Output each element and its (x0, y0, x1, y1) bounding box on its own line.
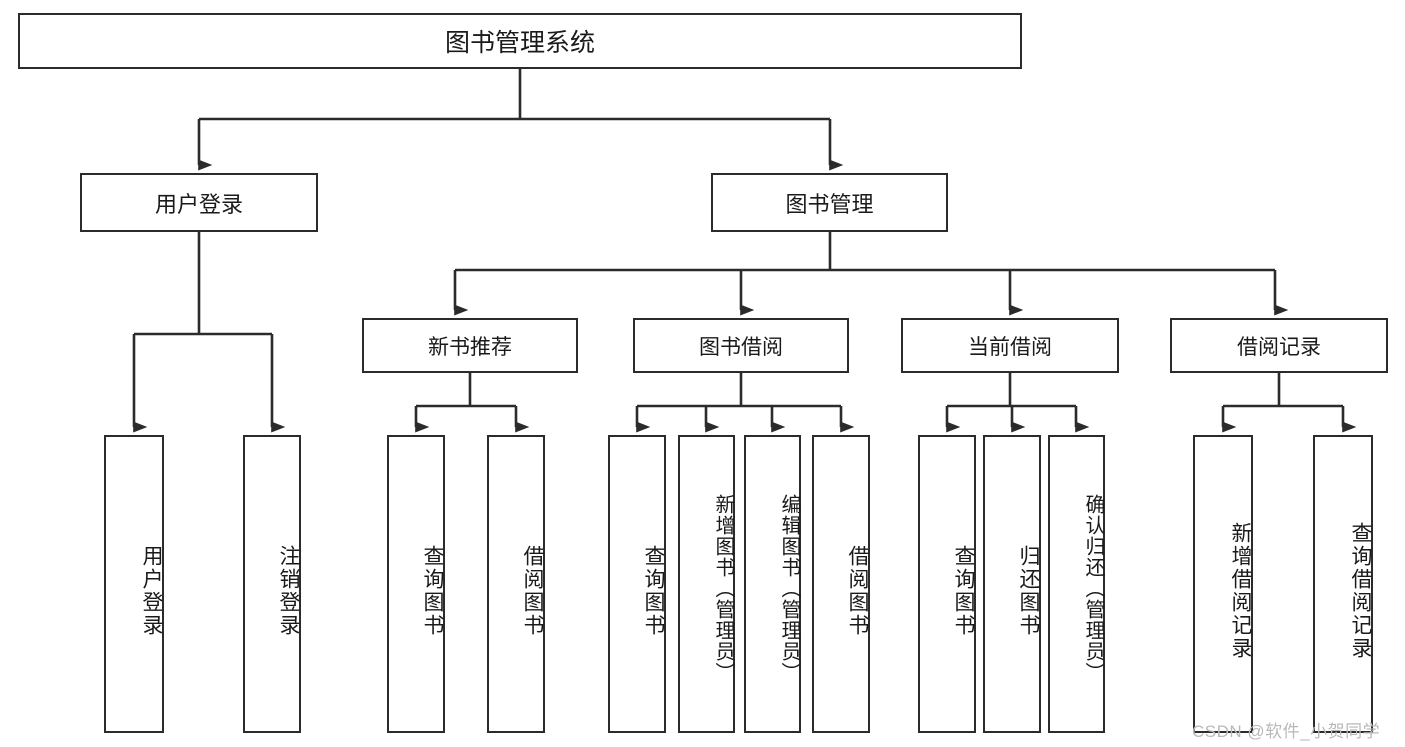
node-new-book-recommend[interactable]: 新书推荐 (362, 318, 578, 373)
node-leaf-confirm-return[interactable]: 确认归还（管理员） (1048, 435, 1105, 733)
node-leaf-query-book-2[interactable]: 查询图书 (608, 435, 666, 733)
node-user-login[interactable]: 用户登录 (80, 173, 318, 232)
watermark-credit: CSDN @软件_小贺同学 (1192, 722, 1381, 741)
node-leaf-borrow-book-1[interactable]: 借阅图书 (487, 435, 545, 733)
node-leaf-query-record[interactable]: 查询借阅记录 (1313, 435, 1373, 733)
node-leaf-logout[interactable]: 注销登录 (243, 435, 301, 733)
node-leaf-query-book-1[interactable]: 查询图书 (387, 435, 445, 733)
node-leaf-add-book[interactable]: 新增图书（管理员） (678, 435, 735, 733)
node-leaf-add-record[interactable]: 新增借阅记录 (1193, 435, 1253, 733)
node-leaf-query-book-3[interactable]: 查询图书 (918, 435, 976, 733)
node-leaf-return-book[interactable]: 归还图书 (983, 435, 1041, 733)
node-current-borrow[interactable]: 当前借阅 (901, 318, 1119, 373)
node-book-borrow[interactable]: 图书借阅 (633, 318, 849, 373)
node-leaf-user-login[interactable]: 用户登录 (104, 435, 164, 733)
node-leaf-borrow-book-2[interactable]: 借阅图书 (812, 435, 870, 733)
node-borrow-record[interactable]: 借阅记录 (1170, 318, 1388, 373)
node-root-system[interactable]: 图书管理系统 (18, 13, 1022, 69)
node-book-manage[interactable]: 图书管理 (711, 173, 948, 232)
node-leaf-edit-book[interactable]: 编辑图书（管理员） (744, 435, 801, 733)
